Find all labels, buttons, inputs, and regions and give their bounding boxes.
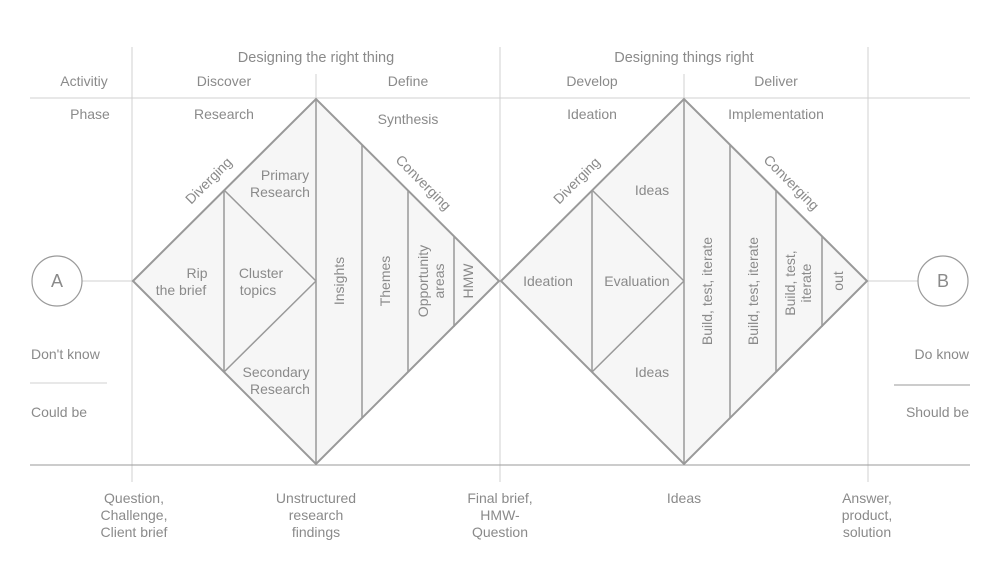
milestone-1-line-1: Question, (104, 490, 164, 506)
diamond-discover-define (131, 97, 501, 466)
endpoint-a-label: A (51, 271, 63, 291)
ideas-bottom-label: Ideas (635, 364, 669, 380)
hmw-label: HMW (460, 263, 476, 299)
phase-synthesis: Synthesis (378, 111, 439, 127)
dont-know-label: Don't know (31, 346, 101, 362)
insights-label: Insights (331, 257, 347, 305)
grid-lines (30, 47, 970, 482)
primary-research-line-2: Research (250, 184, 310, 200)
diamond-1-diagonal-2 (223, 280, 317, 373)
endpoint-b-circle (917, 255, 969, 307)
activity-define: Define (388, 73, 429, 89)
milestone-5-line-2: product, (842, 507, 893, 523)
ideas-top-label: Ideas (635, 182, 669, 198)
opportunity-areas-line-2: areas (431, 263, 447, 298)
milestone-2-line-2: research (289, 507, 343, 523)
out-label: out (830, 271, 846, 291)
build-test-iterate-3-line-1: Build, test, (782, 250, 798, 315)
themes-label: Themes (377, 256, 393, 307)
milestone-2-line-3: findings (292, 524, 340, 540)
endpoint-b-label: B (937, 271, 949, 291)
secondary-research-line-1: Secondary (243, 364, 310, 380)
diamond-2-diagonal (591, 189, 685, 282)
diamond-develop-deliver (499, 97, 869, 466)
milestone-3-line-1: Final brief, (467, 490, 532, 506)
diamond-2-diagonal-2 (591, 280, 685, 373)
secondary-research-line-2: Research (250, 381, 310, 397)
could-be-label: Could be (31, 404, 87, 420)
cluster-topics-line-1: Cluster (239, 265, 284, 281)
cluster-topics-line-2: topics (240, 282, 277, 298)
milestone-1-line-3: Client brief (101, 524, 168, 540)
milestone-5-line-1: Answer, (842, 490, 892, 506)
endpoint-a-circle (31, 255, 83, 307)
milestone-3-line-2: HMW- (480, 507, 520, 523)
header-right-group: Designing things right (614, 50, 753, 66)
build-test-iterate-3-line-2: iterate (798, 263, 814, 302)
header-left-group: Designing the right thing (238, 50, 394, 66)
should-be-label: Should be (906, 404, 969, 420)
row-label-activity: Activitiy (60, 73, 107, 89)
ideation-label: Ideation (523, 273, 573, 289)
opportunity-areas-line-1: Opportunity (415, 245, 431, 317)
phase-implementation: Implementation (728, 106, 824, 122)
build-test-iterate-2: Build, test, iterate (745, 237, 761, 345)
phase-ideation: Ideation (567, 106, 617, 122)
activity-discover: Discover (197, 73, 252, 89)
evaluation-label: Evaluation (604, 273, 669, 289)
activity-develop: Develop (566, 73, 618, 89)
row-label-phase: Phase (70, 106, 110, 122)
milestone-3-line-3: Question (472, 524, 528, 540)
diamond-1-diagonal (223, 189, 317, 282)
do-know-label: Do know (915, 346, 970, 362)
milestone-2-line-1: Unstructured (276, 490, 356, 506)
milestone-5-line-3: solution (843, 524, 891, 540)
phase-research: Research (194, 106, 254, 122)
activity-deliver: Deliver (754, 73, 798, 89)
build-test-iterate-1: Build, test, iterate (699, 237, 715, 345)
milestone-4-line-1: Ideas (667, 490, 701, 506)
rip-the-brief-line-1: Rip (186, 265, 207, 281)
milestone-1-line-2: Challenge, (101, 507, 168, 523)
primary-research-line-1: Primary (261, 167, 309, 183)
rip-the-brief-line-2: the brief (156, 282, 207, 298)
